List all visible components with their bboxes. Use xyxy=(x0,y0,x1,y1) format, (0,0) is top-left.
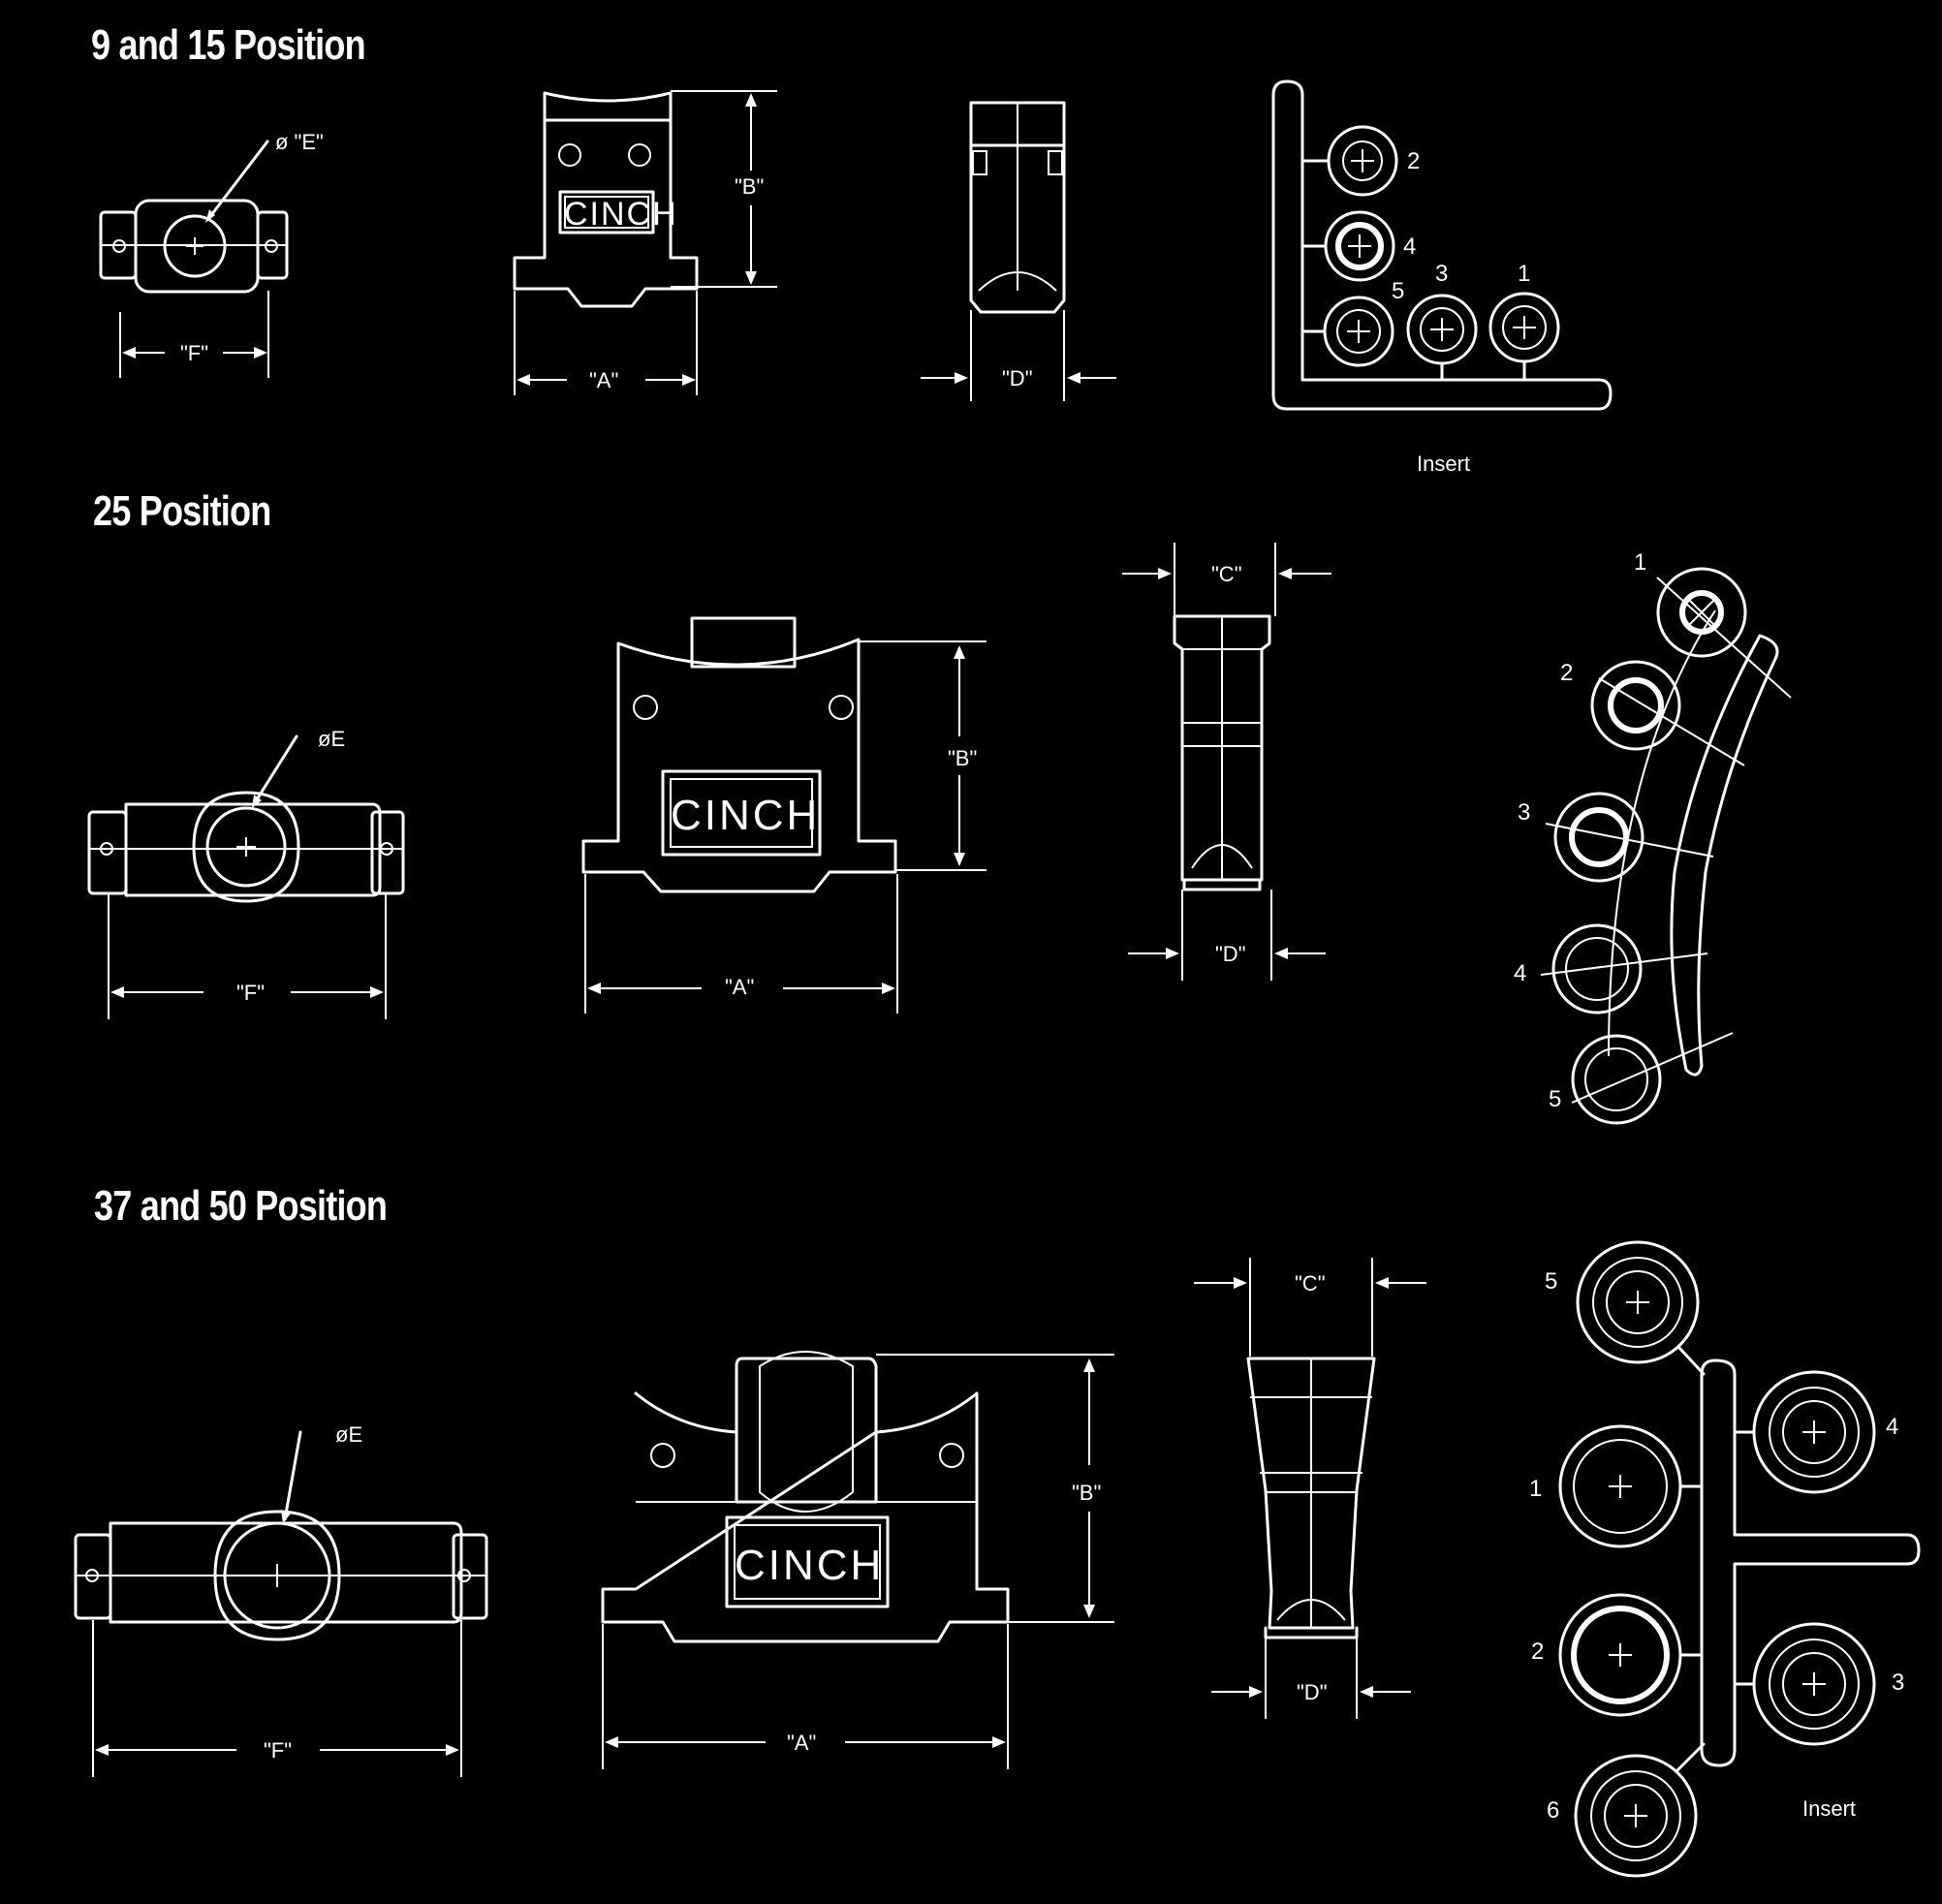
insert-num-large-4: 4 xyxy=(1886,1414,1898,1440)
section-title-37-50: 37 and 50 Position xyxy=(94,1182,388,1230)
dim-d-label-2: "D" xyxy=(1215,942,1246,966)
insert-medium: 1 2 3 4 5 xyxy=(1514,549,1792,1125)
end-view-9-15: "D" xyxy=(921,101,1116,401)
dim-e-label-3: øE xyxy=(335,1422,362,1447)
insert-small: 2 4 5 3 1 Insert xyxy=(1271,79,1613,476)
front-view-25: øE "F" xyxy=(87,727,405,1019)
insert-large: 5 4 1 2 3 6 Insert xyxy=(1529,1240,1921,1878)
front-view-37-50: øE "F" xyxy=(74,1422,488,1777)
insert-num-large-3: 3 xyxy=(1892,1670,1904,1696)
insert-num-small-3: 3 xyxy=(1435,261,1448,287)
insert-num-small-5: 5 xyxy=(1392,278,1404,304)
insert-num-small-1: 1 xyxy=(1518,261,1530,287)
dim-a-label-2: "A" xyxy=(725,975,754,999)
insert-num-large-2: 2 xyxy=(1531,1639,1544,1665)
brand-label-2: CINCH xyxy=(671,792,820,839)
dim-a-label-3: "A" xyxy=(787,1731,816,1755)
insert-num-medium-1: 1 xyxy=(1634,549,1646,576)
dim-e-label-2: øE xyxy=(318,727,345,751)
end-view-37-50: "C" "D" xyxy=(1194,1258,1426,1719)
dim-d-label-1: "D" xyxy=(1002,366,1033,390)
insert-num-large-1: 1 xyxy=(1529,1476,1542,1502)
dim-b-label-2: "B" xyxy=(948,746,977,770)
insert-num-medium-4: 4 xyxy=(1514,960,1526,986)
side-view-37-50: CINCH "B" "A" xyxy=(601,1351,1114,1769)
dim-c-label-2: "C" xyxy=(1211,562,1242,586)
insert-num-large-5: 5 xyxy=(1545,1268,1557,1295)
dim-a-label-1: "A" xyxy=(589,368,618,392)
section-title-25: 25 Position xyxy=(93,487,271,535)
insert-num-large-6: 6 xyxy=(1547,1797,1559,1824)
dim-f-label-2: "F" xyxy=(236,981,265,1005)
dim-f-label-1: "F" xyxy=(180,341,208,365)
side-view-9-15: CINCH "B" "A" xyxy=(513,90,777,395)
dim-b-label-3: "B" xyxy=(1072,1481,1101,1505)
end-view-25: "C" "D" xyxy=(1122,543,1331,981)
dim-f-label-3: "F" xyxy=(264,1738,292,1763)
brand-label-1: CINCH xyxy=(564,196,678,233)
brand-label-3: CINCH xyxy=(735,1542,884,1589)
insert-num-small-4: 4 xyxy=(1403,234,1416,260)
dim-c-label-3: "C" xyxy=(1295,1271,1326,1295)
insert-num-medium-5: 5 xyxy=(1549,1086,1561,1112)
insert-label-1: Insert xyxy=(1417,452,1470,476)
dim-b-label-1: "B" xyxy=(735,174,764,199)
side-view-25: CINCH "B" "A" xyxy=(581,616,987,1014)
dim-e-label-1: ø "E" xyxy=(275,130,324,154)
insert-num-small-2: 2 xyxy=(1407,148,1420,174)
section-title-9-15: 9 and 15 Position xyxy=(91,21,366,69)
dim-d-label-3: "D" xyxy=(1297,1680,1328,1704)
insert-num-medium-3: 3 xyxy=(1518,799,1530,826)
front-view-9-15: ø "E" "F" xyxy=(99,130,324,378)
insert-num-medium-2: 2 xyxy=(1560,660,1573,686)
insert-label-3: Insert xyxy=(1802,1796,1856,1821)
